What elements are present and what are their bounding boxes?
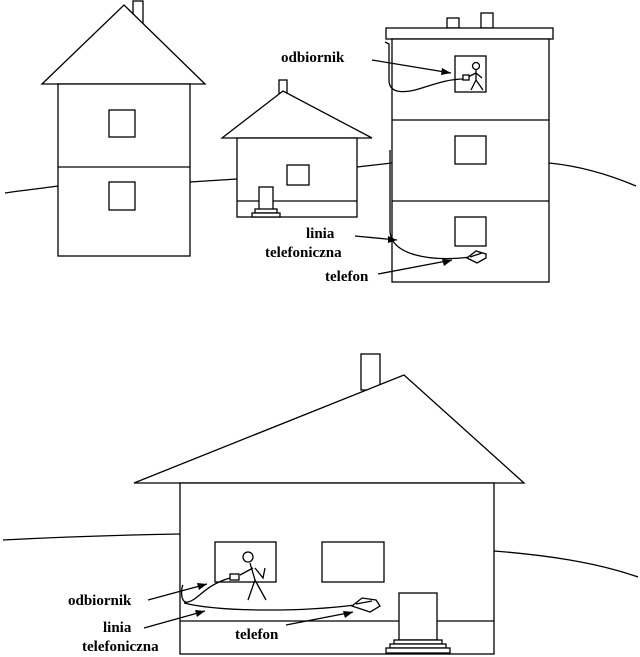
bottom-house-step-3 (385, 647, 451, 654)
top-ground-line-left (4, 185, 59, 194)
top-tall-house-body (57, 83, 191, 257)
top-apartment-chimney-right (480, 12, 494, 29)
bottom-phone-arrowhead (343, 611, 353, 618)
bottom-house-window-right (321, 541, 385, 583)
top-small-house-roof (220, 90, 373, 139)
bottom-line-label-1: linia (103, 620, 132, 636)
bottom-receiver-label: odbiornik (68, 593, 132, 609)
top-phone-icon (465, 250, 487, 264)
bottom-phone-arrow (285, 611, 354, 626)
top-receiver-label: odbiornik (281, 50, 345, 66)
top-overhead-line-1 (189, 178, 238, 183)
bottom-phone-label: telefon (235, 627, 279, 643)
bottom-line-arrowhead (195, 610, 205, 617)
top-riser-cable (384, 41, 465, 93)
bottom-house (133, 353, 526, 655)
bottom-person-icon (229, 551, 267, 601)
top-apartment-block (384, 12, 554, 283)
top-receiver-arrowhead (441, 68, 451, 75)
top-receiver-arrow (371, 59, 452, 74)
bottom-scene: odbiornik linia telefoniczna telefon (2, 353, 639, 655)
bottom-house-roof (133, 374, 526, 484)
top-tall-house-window-upper (108, 109, 136, 138)
top-apartment-chimney-left (446, 17, 460, 29)
top-tall-house-window-lower (108, 181, 136, 211)
top-phone-label: telefon (325, 269, 369, 285)
top-person-icon (462, 61, 484, 91)
top-phone-arrowhead (442, 259, 452, 266)
top-overhead-line-2 (356, 162, 393, 168)
bottom-line-arrow (143, 610, 206, 629)
bottom-line-label-2: telefoniczna (82, 639, 159, 655)
bottom-phone-icon (350, 597, 381, 613)
top-scene: odbiornik linia telefoniczna telefon (4, 0, 637, 285)
top-tall-house-roof (40, 4, 207, 85)
top-small-house-door (258, 186, 274, 212)
top-ground-line-right (548, 162, 637, 187)
bottom-house-door (398, 592, 438, 641)
top-line-label-1: linia (306, 226, 335, 242)
top-phone-arrow (377, 259, 453, 275)
top-apartment-roof-slab (385, 27, 554, 40)
top-apartment-window-middle (454, 135, 487, 165)
bottom-ground-line-right (493, 550, 639, 578)
top-small-house (220, 79, 373, 218)
bottom-house-chimney (360, 353, 381, 391)
top-small-house-window (286, 164, 310, 186)
top-apartment-window-bottom (454, 216, 487, 247)
bottom-ground-line-left (2, 533, 181, 541)
bottom-receiver-arrowhead (197, 583, 207, 590)
top-line-down-wall (389, 150, 471, 260)
top-tall-house (40, 0, 207, 257)
top-line-arrowhead (388, 236, 397, 243)
bottom-receiver-arrow (147, 583, 208, 601)
top-small-house-step-2 (251, 212, 281, 218)
top-line-label-2: telefoniczna (265, 245, 342, 261)
